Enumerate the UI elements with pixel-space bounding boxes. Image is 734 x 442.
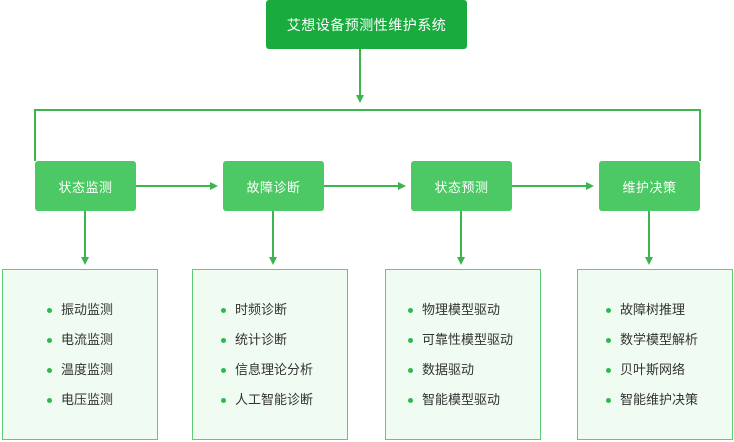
list-item-label: 时频诊断 xyxy=(235,303,288,318)
list-item-label: 人工智能诊断 xyxy=(235,393,314,408)
bullet-icon xyxy=(408,398,413,403)
list-item-label: 贝叶斯网络 xyxy=(620,363,686,378)
stage-node-label: 维护决策 xyxy=(622,180,677,196)
detail-list: 物理模型驱动 可靠性模型驱动 数据驱动 智能模型驱动 xyxy=(408,300,513,420)
list-item: 电压监测 xyxy=(47,390,113,420)
bullet-icon xyxy=(47,398,52,403)
connector-feedback-loop xyxy=(34,109,701,161)
list-item: 智能维护决策 xyxy=(606,390,698,420)
list-item: 温度监测 xyxy=(47,360,113,390)
list-item: 人工智能诊断 xyxy=(221,390,313,420)
stage-node-condition-monitoring: 状态监测 xyxy=(35,161,136,211)
bullet-icon xyxy=(606,398,611,403)
stage-node-maintenance-decision: 维护决策 xyxy=(599,161,700,211)
bullet-icon xyxy=(47,368,52,373)
bullet-icon xyxy=(221,308,226,313)
list-item-label: 振动监测 xyxy=(61,303,114,318)
list-item-label: 智能维护决策 xyxy=(620,393,699,408)
list-item-label: 数据驱动 xyxy=(422,363,475,378)
bullet-icon xyxy=(408,308,413,313)
bullet-icon xyxy=(47,338,52,343)
list-item-label: 故障树推理 xyxy=(620,303,686,318)
list-item: 智能模型驱动 xyxy=(408,390,513,420)
stage-node-fault-diagnosis: 故障诊断 xyxy=(223,161,324,211)
stage-node-label: 故障诊断 xyxy=(246,180,301,196)
list-item-label: 信息理论分析 xyxy=(235,363,314,378)
list-item-label: 可靠性模型驱动 xyxy=(422,333,514,348)
bullet-icon xyxy=(606,368,611,373)
list-item-label: 数学模型解析 xyxy=(620,333,699,348)
stage-node-label: 状态预测 xyxy=(434,180,489,196)
list-item-label: 物理模型驱动 xyxy=(422,303,501,318)
list-item: 物理模型驱动 xyxy=(408,300,513,330)
list-item: 故障树推理 xyxy=(606,300,698,330)
detail-box-maintenance-decision: 故障树推理 数学模型解析 贝叶斯网络 智能维护决策 xyxy=(577,269,733,440)
bullet-icon xyxy=(47,308,52,313)
root-node-label: 艾想设备预测性维护系统 xyxy=(286,17,447,34)
bullet-icon xyxy=(221,398,226,403)
list-item: 贝叶斯网络 xyxy=(606,360,698,390)
list-item-label: 智能模型驱动 xyxy=(422,393,501,408)
bullet-icon xyxy=(408,338,413,343)
list-item: 可靠性模型驱动 xyxy=(408,330,513,360)
list-item: 数据驱动 xyxy=(408,360,513,390)
root-node: 艾想设备预测性维护系统 xyxy=(266,0,467,49)
bullet-icon xyxy=(408,368,413,373)
bullet-icon xyxy=(221,338,226,343)
stage-node-condition-prediction: 状态预测 xyxy=(411,161,512,211)
list-item: 信息理论分析 xyxy=(221,360,313,390)
list-item: 统计诊断 xyxy=(221,330,313,360)
list-item-label: 电流监测 xyxy=(61,333,114,348)
list-item: 时频诊断 xyxy=(221,300,313,330)
bullet-icon xyxy=(606,308,611,313)
list-item-label: 温度监测 xyxy=(61,363,114,378)
detail-list: 振动监测 电流监测 温度监测 电压监测 xyxy=(47,300,113,420)
list-item: 振动监测 xyxy=(47,300,113,330)
bullet-icon xyxy=(221,368,226,373)
list-item: 电流监测 xyxy=(47,330,113,360)
list-item-label: 统计诊断 xyxy=(235,333,288,348)
detail-box-condition-prediction: 物理模型驱动 可靠性模型驱动 数据驱动 智能模型驱动 xyxy=(385,269,541,440)
detail-box-fault-diagnosis: 时频诊断 统计诊断 信息理论分析 人工智能诊断 xyxy=(192,269,348,440)
detail-list: 时频诊断 统计诊断 信息理论分析 人工智能诊断 xyxy=(221,300,313,420)
list-item-label: 电压监测 xyxy=(61,393,114,408)
detail-box-condition-monitoring: 振动监测 电流监测 温度监测 电压监测 xyxy=(2,269,158,440)
bullet-icon xyxy=(606,338,611,343)
detail-list: 故障树推理 数学模型解析 贝叶斯网络 智能维护决策 xyxy=(606,300,698,420)
stage-node-label: 状态监测 xyxy=(58,180,113,196)
list-item: 数学模型解析 xyxy=(606,330,698,360)
